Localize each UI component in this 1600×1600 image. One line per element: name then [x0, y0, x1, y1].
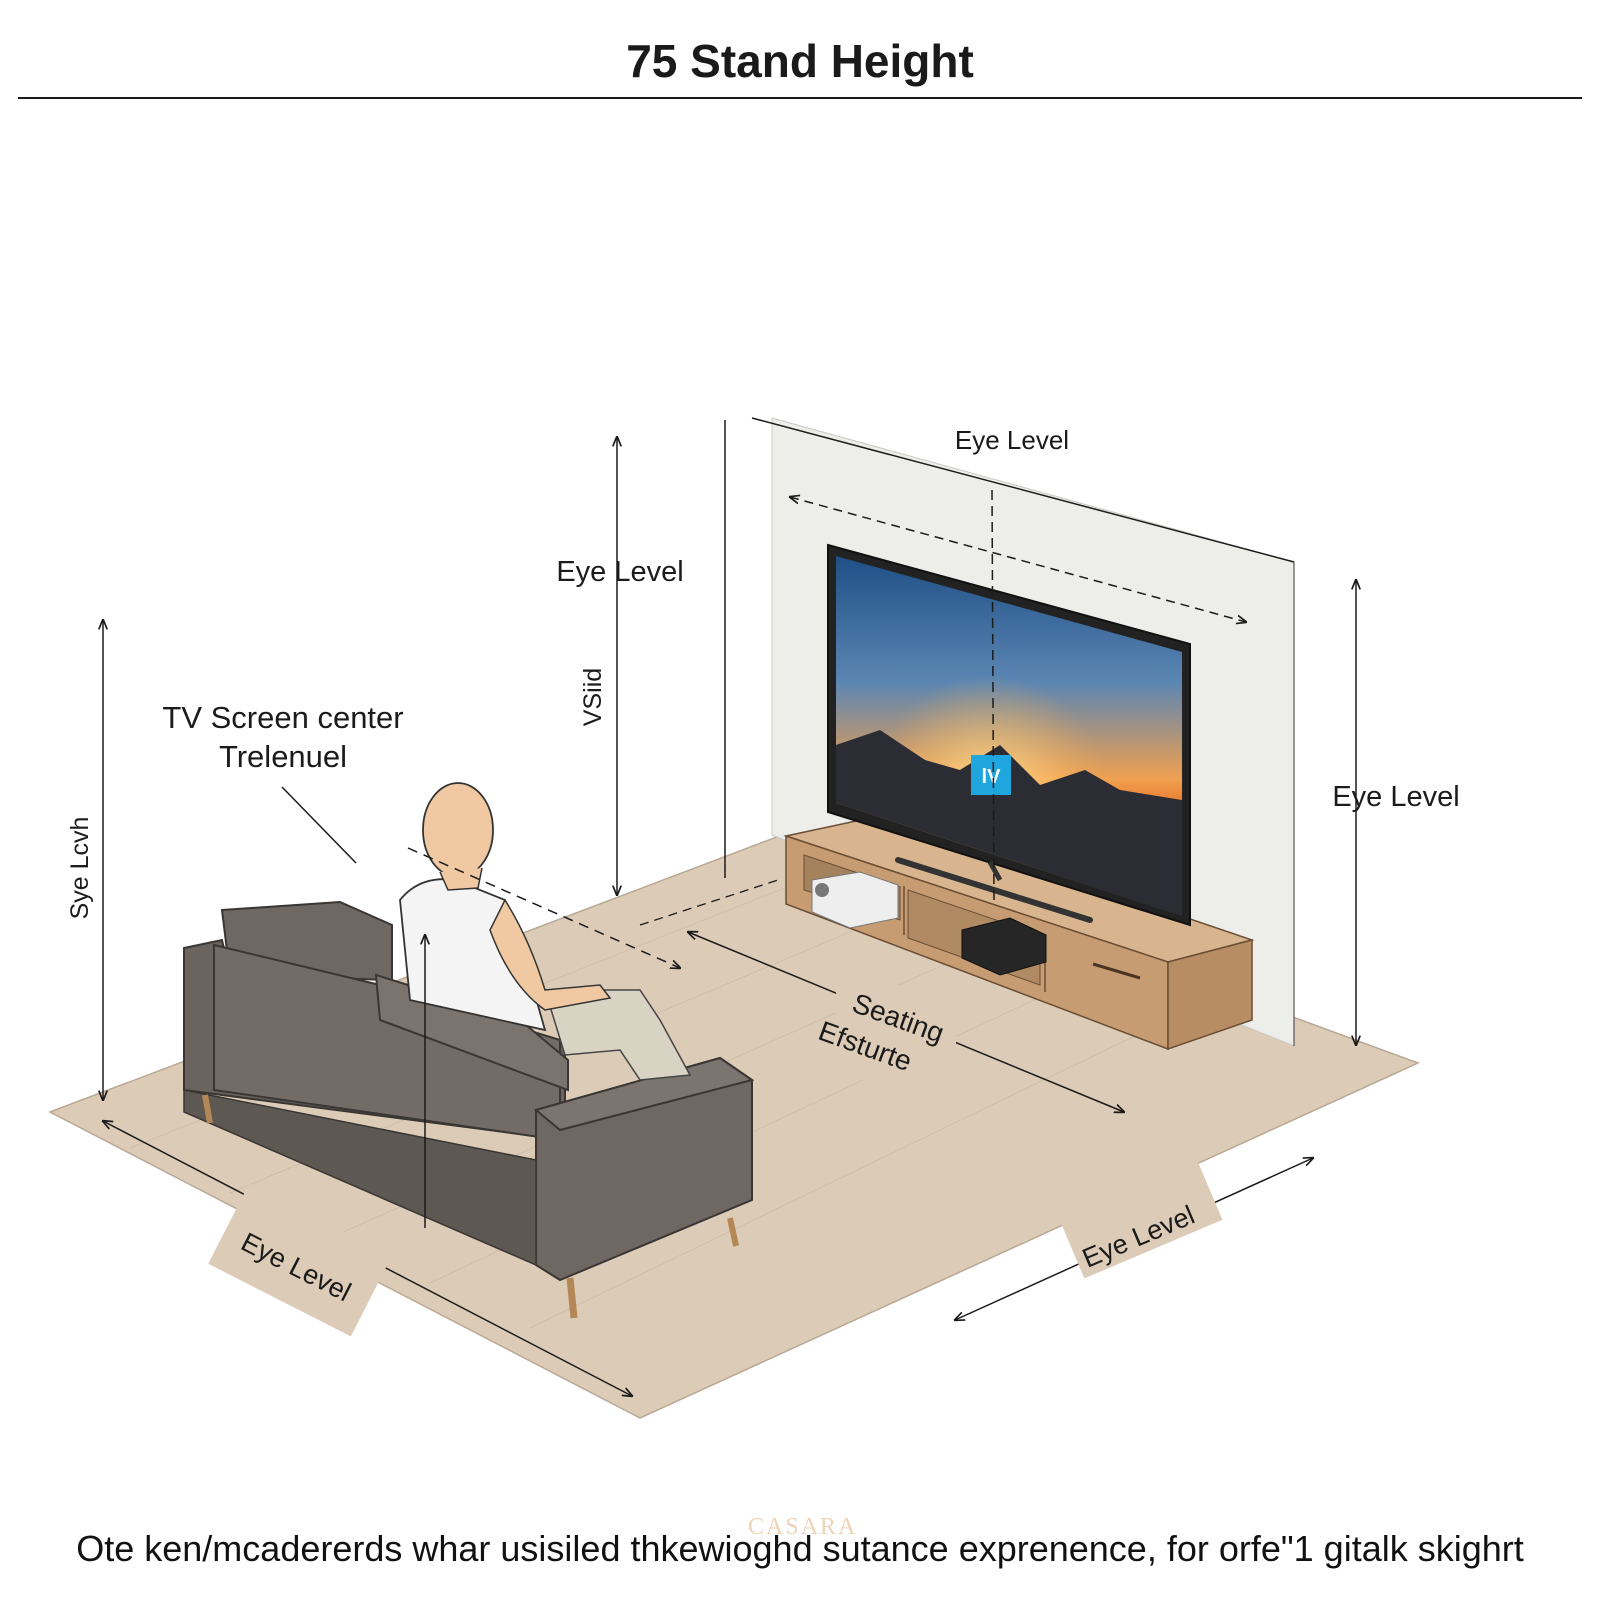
person-legs [543, 989, 692, 1081]
diagram-title: 75 Stand Height [626, 35, 974, 87]
tv-logo-box [971, 755, 1011, 795]
tv-center-dashline [991, 489, 995, 906]
title-divider [18, 97, 1582, 99]
tv-mountains [836, 730, 1182, 916]
label-trelenuel: Trelenuel [219, 739, 347, 774]
person-head [422, 782, 494, 878]
speaker-stack [811, 871, 899, 929]
sight-line [407, 847, 680, 968]
label-eye-level-right: Eye Level [1332, 781, 1459, 813]
tv-logo-text: lV [982, 766, 1002, 788]
sight-line-2 [639, 879, 779, 926]
seated-person [399, 782, 692, 1081]
label-eye-level-top: Eye Level [955, 425, 1069, 455]
label-vsiid: VSiid [579, 668, 607, 726]
label-sye-lcvh: Sye Lcvh [66, 817, 94, 920]
tv-center-leader [281, 786, 357, 864]
television: lV [827, 543, 1191, 927]
label-tv-screen-center: TV Screen center [162, 700, 403, 735]
label-eye-level-mid: Eye Level [556, 556, 683, 588]
eye-level-wall-dashline [790, 497, 1246, 622]
person-arm [489, 898, 612, 1011]
watermark: CASARA [748, 1514, 858, 1540]
caption: Ote ken/mcadererds whar usisiled thkewio… [76, 1528, 1524, 1569]
